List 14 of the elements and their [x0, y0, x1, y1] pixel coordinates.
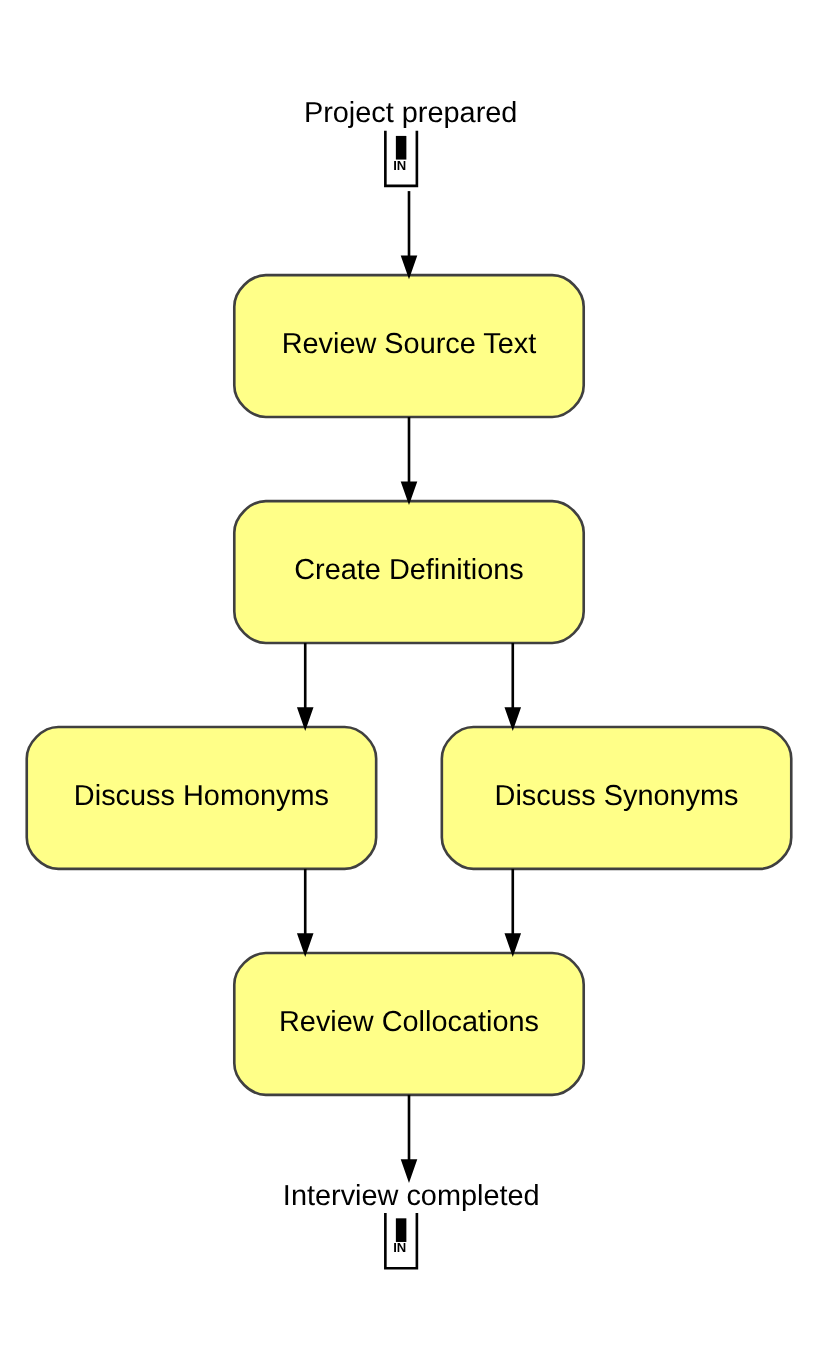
node-box: Discuss Synonyms [440, 725, 793, 871]
arrow [504, 642, 522, 732]
arrow [400, 191, 418, 280]
arrow [296, 642, 314, 732]
node-box: Review Collocations [232, 951, 586, 1097]
node-label: Interview completed [282, 1180, 540, 1213]
node-box: Create Definitions [232, 499, 586, 645]
node-label: Project prepared [303, 98, 518, 131]
node-box: Discuss Homonyms [25, 725, 378, 871]
arrow [400, 417, 418, 506]
arrow [504, 868, 522, 957]
node-box: Review Source Text [232, 273, 586, 419]
arrow [400, 1094, 418, 1183]
arrow [296, 868, 314, 957]
